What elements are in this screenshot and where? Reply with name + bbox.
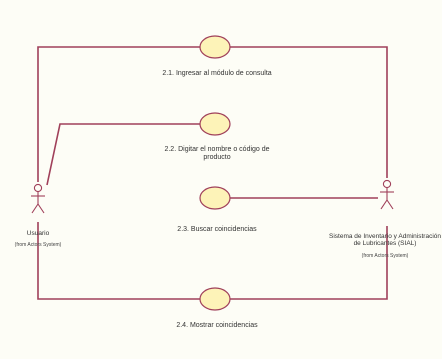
actor-sial-name-line-1: Sistema de Inventario y Administración xyxy=(329,233,441,240)
use-case-1-label: 2.1. Ingresar al módulo de consulta xyxy=(162,70,271,78)
actor-usuario-icon[interactable] xyxy=(31,183,45,214)
use-case-4-label-line: 2.4. Mostrar coincidencias xyxy=(176,322,258,329)
use-case-4-ellipse[interactable] xyxy=(199,287,231,311)
actor-sial-name-line-2: de Lubricantes (SIAL) xyxy=(353,240,417,248)
actor-sial-icon[interactable] xyxy=(380,179,394,210)
actor-sial-subtitle: (from Actors System) xyxy=(361,253,409,259)
use-case-4-label: 2.4. Mostrar coincidencias xyxy=(176,322,257,330)
use-case-2-ellipse[interactable] xyxy=(199,112,231,136)
use-case-2-label-line-2: producto xyxy=(203,154,231,162)
actor-usuario-subtitle: (from Actors System) xyxy=(14,242,62,248)
use-case-2-label-line-1: 2.2. Digitar el nombre o código de xyxy=(164,146,270,153)
use-case-2-label: 2.2. Digitar el nombre o código de produ… xyxy=(164,146,269,162)
actor-sial-name: Sistema de Inventario y Administración d… xyxy=(329,233,441,248)
use-case-3-label: 2.3. Buscar coincidencias xyxy=(177,226,256,234)
association-line-2 xyxy=(46,123,200,186)
use-case-1-ellipse[interactable] xyxy=(199,35,231,59)
use-case-3-ellipse[interactable] xyxy=(199,186,231,210)
use-case-1-label-line: 2.1. Ingresar al módulo de consulta xyxy=(162,70,272,77)
use-case-3-label-line: 2.3. Buscar coincidencias xyxy=(177,226,257,233)
actor-usuario-name: Usuario xyxy=(26,230,50,237)
